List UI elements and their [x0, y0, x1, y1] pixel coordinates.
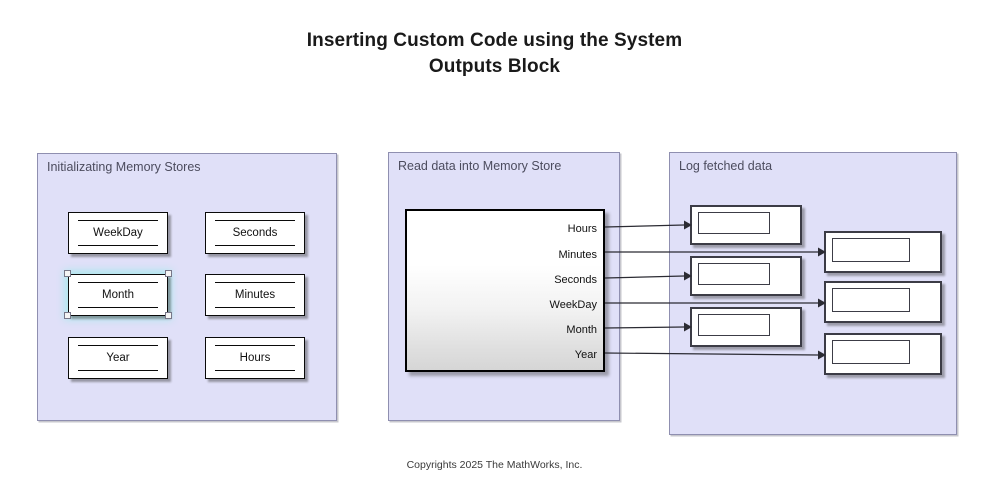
data-store-block-month[interactable]: Month: [68, 274, 168, 316]
scope-block-seconds[interactable]: [690, 256, 802, 296]
dsm-top-bar-seconds: [214, 220, 296, 221]
dsm-bottom-bar-year: [77, 370, 159, 371]
panel-log-label: Log fetched data: [679, 159, 773, 173]
scope-screen-minutes: [832, 238, 910, 262]
page-title: Inserting Custom Code using the System O…: [0, 28, 989, 80]
data-store-block-seconds[interactable]: Seconds: [205, 212, 305, 254]
dsm-bottom-bar-hours: [214, 370, 296, 371]
dsm-top-bar-minutes: [214, 282, 296, 283]
copyright-text: Copyrights 2025 The MathWorks, Inc.: [406, 459, 583, 471]
panel-read-label: Read data into Memory Store: [398, 159, 562, 173]
selection-handle-bottom-left[interactable]: [64, 312, 71, 319]
port-label-month: Month: [566, 324, 597, 336]
panel-init-label: Initializating Memory Stores: [47, 160, 201, 174]
scope-block-month[interactable]: [690, 307, 802, 347]
dsm-top-bar-weekday: [77, 220, 159, 221]
dsm-label-weekday: WeekDay: [93, 227, 143, 239]
scope-block-year[interactable]: [824, 333, 942, 375]
selection-handle-top-left[interactable]: [64, 270, 71, 277]
dsm-bottom-bar-month: [77, 307, 159, 308]
dsm-label-month: Month: [102, 289, 134, 301]
page-title-line-2: Outputs Block: [428, 56, 561, 77]
scope-screen-month: [698, 314, 770, 336]
data-store-block-year[interactable]: Year: [68, 337, 168, 379]
scope-screen-year: [832, 340, 910, 364]
page-title-line-1: Inserting Custom Code using the System: [306, 30, 683, 51]
dsm-label-seconds: Seconds: [232, 227, 278, 239]
selection-handle-top-right[interactable]: [165, 270, 172, 277]
port-label-minutes: Minutes: [558, 249, 597, 261]
data-store-block-hours[interactable]: Hours: [205, 337, 305, 379]
scope-screen-weekday: [832, 288, 910, 312]
dsm-top-bar-month: [77, 282, 159, 283]
port-label-weekday: WeekDay: [549, 299, 597, 311]
dsm-top-bar-year: [77, 345, 159, 346]
dsm-label-hours: Hours: [239, 352, 271, 364]
dsm-bottom-bar-seconds: [214, 245, 296, 246]
port-label-seconds: Seconds: [554, 274, 597, 286]
scope-block-weekday[interactable]: [824, 281, 942, 323]
port-label-hours: Hours: [567, 223, 597, 235]
scope-block-hours[interactable]: [690, 205, 802, 245]
dsm-bottom-bar-weekday: [77, 245, 159, 246]
data-store-block-weekday[interactable]: WeekDay: [68, 212, 168, 254]
scope-screen-hours: [698, 212, 770, 234]
dsm-bottom-bar-minutes: [214, 307, 296, 308]
scope-block-minutes[interactable]: [824, 231, 942, 273]
dsm-label-minutes: Minutes: [234, 289, 276, 301]
dsm-top-bar-hours: [214, 345, 296, 346]
dsm-label-year: Year: [106, 352, 130, 364]
system-outputs-block[interactable]: Hours Minutes Seconds WeekDay Month Year: [405, 209, 605, 372]
port-label-year: Year: [574, 349, 597, 361]
selection-handle-bottom-right[interactable]: [165, 312, 172, 319]
scope-screen-seconds: [698, 263, 770, 285]
data-store-block-minutes[interactable]: Minutes: [205, 274, 305, 316]
